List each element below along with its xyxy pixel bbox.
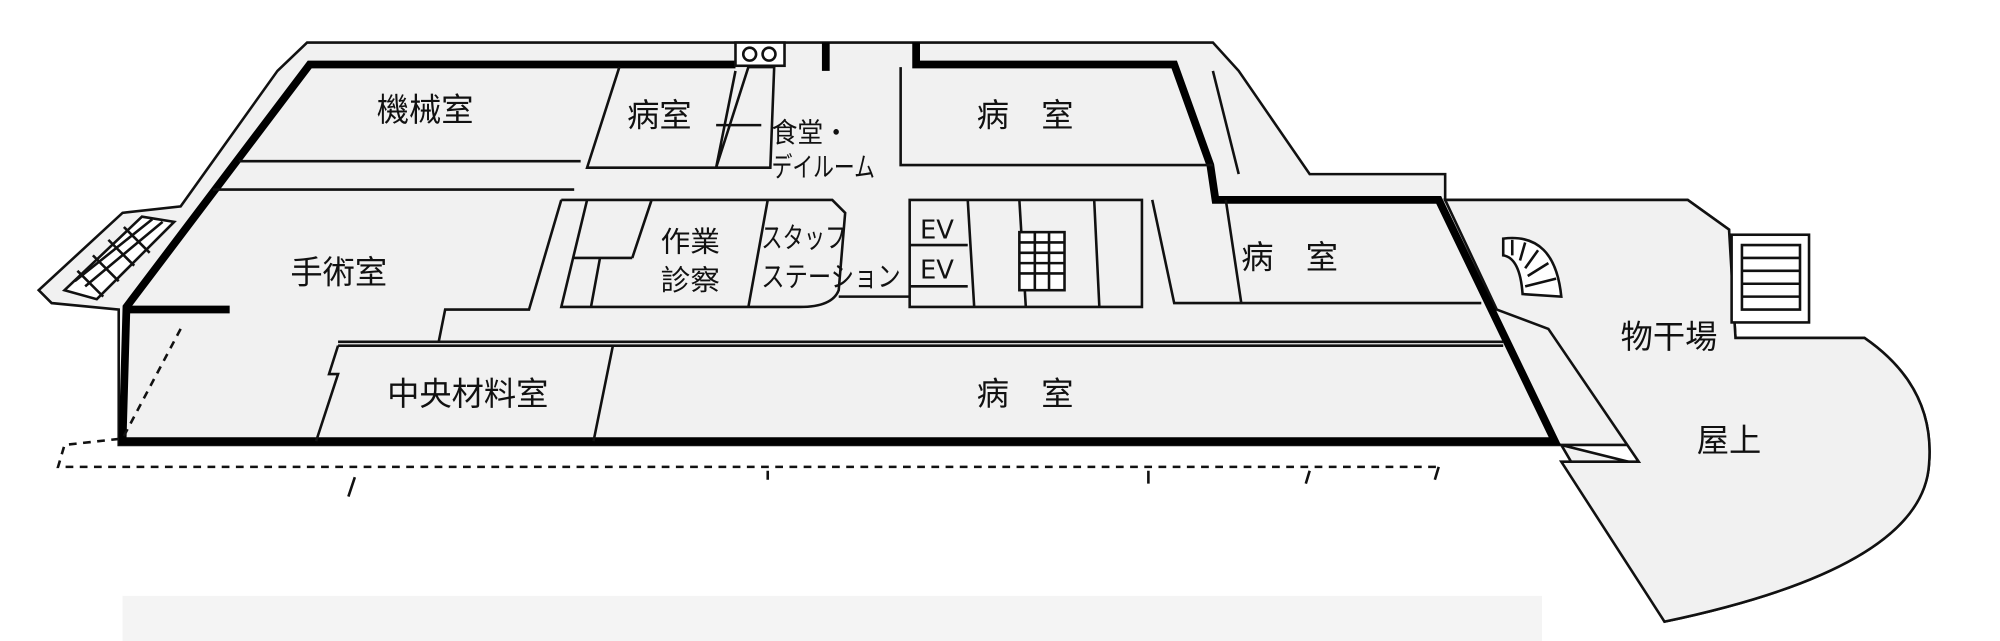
room-label-central-supply: 中央材料室 [387,375,548,413]
right-spiral-stairs-icon [1501,236,1563,299]
room-label-ward-small: 病室 [627,96,692,134]
room-label-work: 作業 [661,226,720,259]
room-label-machine: 機械室 [377,91,474,129]
room-label-ward-right: 病 室 [1241,238,1338,276]
right-stairs-icon [1730,233,1811,324]
left-stairs-icon [61,215,177,301]
room-label-dining-1: 食堂・ [772,118,849,149]
room-label-ward-bottom: 病 室 [977,375,1074,413]
room-label-operating: 手術室 [290,254,387,292]
sink-bowl [741,46,758,62]
room-label-dining-2: デイルーム [772,153,875,184]
shadow [122,595,1542,641]
sink-bowl [761,46,777,62]
elevator-label-1: EV [920,216,954,246]
room-label-ward-top: 病 室 [977,96,1074,134]
exterior-wall [118,42,1561,445]
room-label-staff-2: ステーション [761,260,900,293]
area-label-rooftop: 屋上 [1697,421,1762,459]
room-label-exam: 診察 [661,264,720,297]
rooftop-area [1443,198,1931,624]
stairs-icon [1018,230,1066,292]
interior-lines [212,65,1504,442]
room-label-staff-1: スタッフ [761,222,846,255]
area-label-drying: 物干場 [1621,318,1718,356]
eave-marks [347,466,1440,497]
elevator-label-2: EV [920,256,954,286]
